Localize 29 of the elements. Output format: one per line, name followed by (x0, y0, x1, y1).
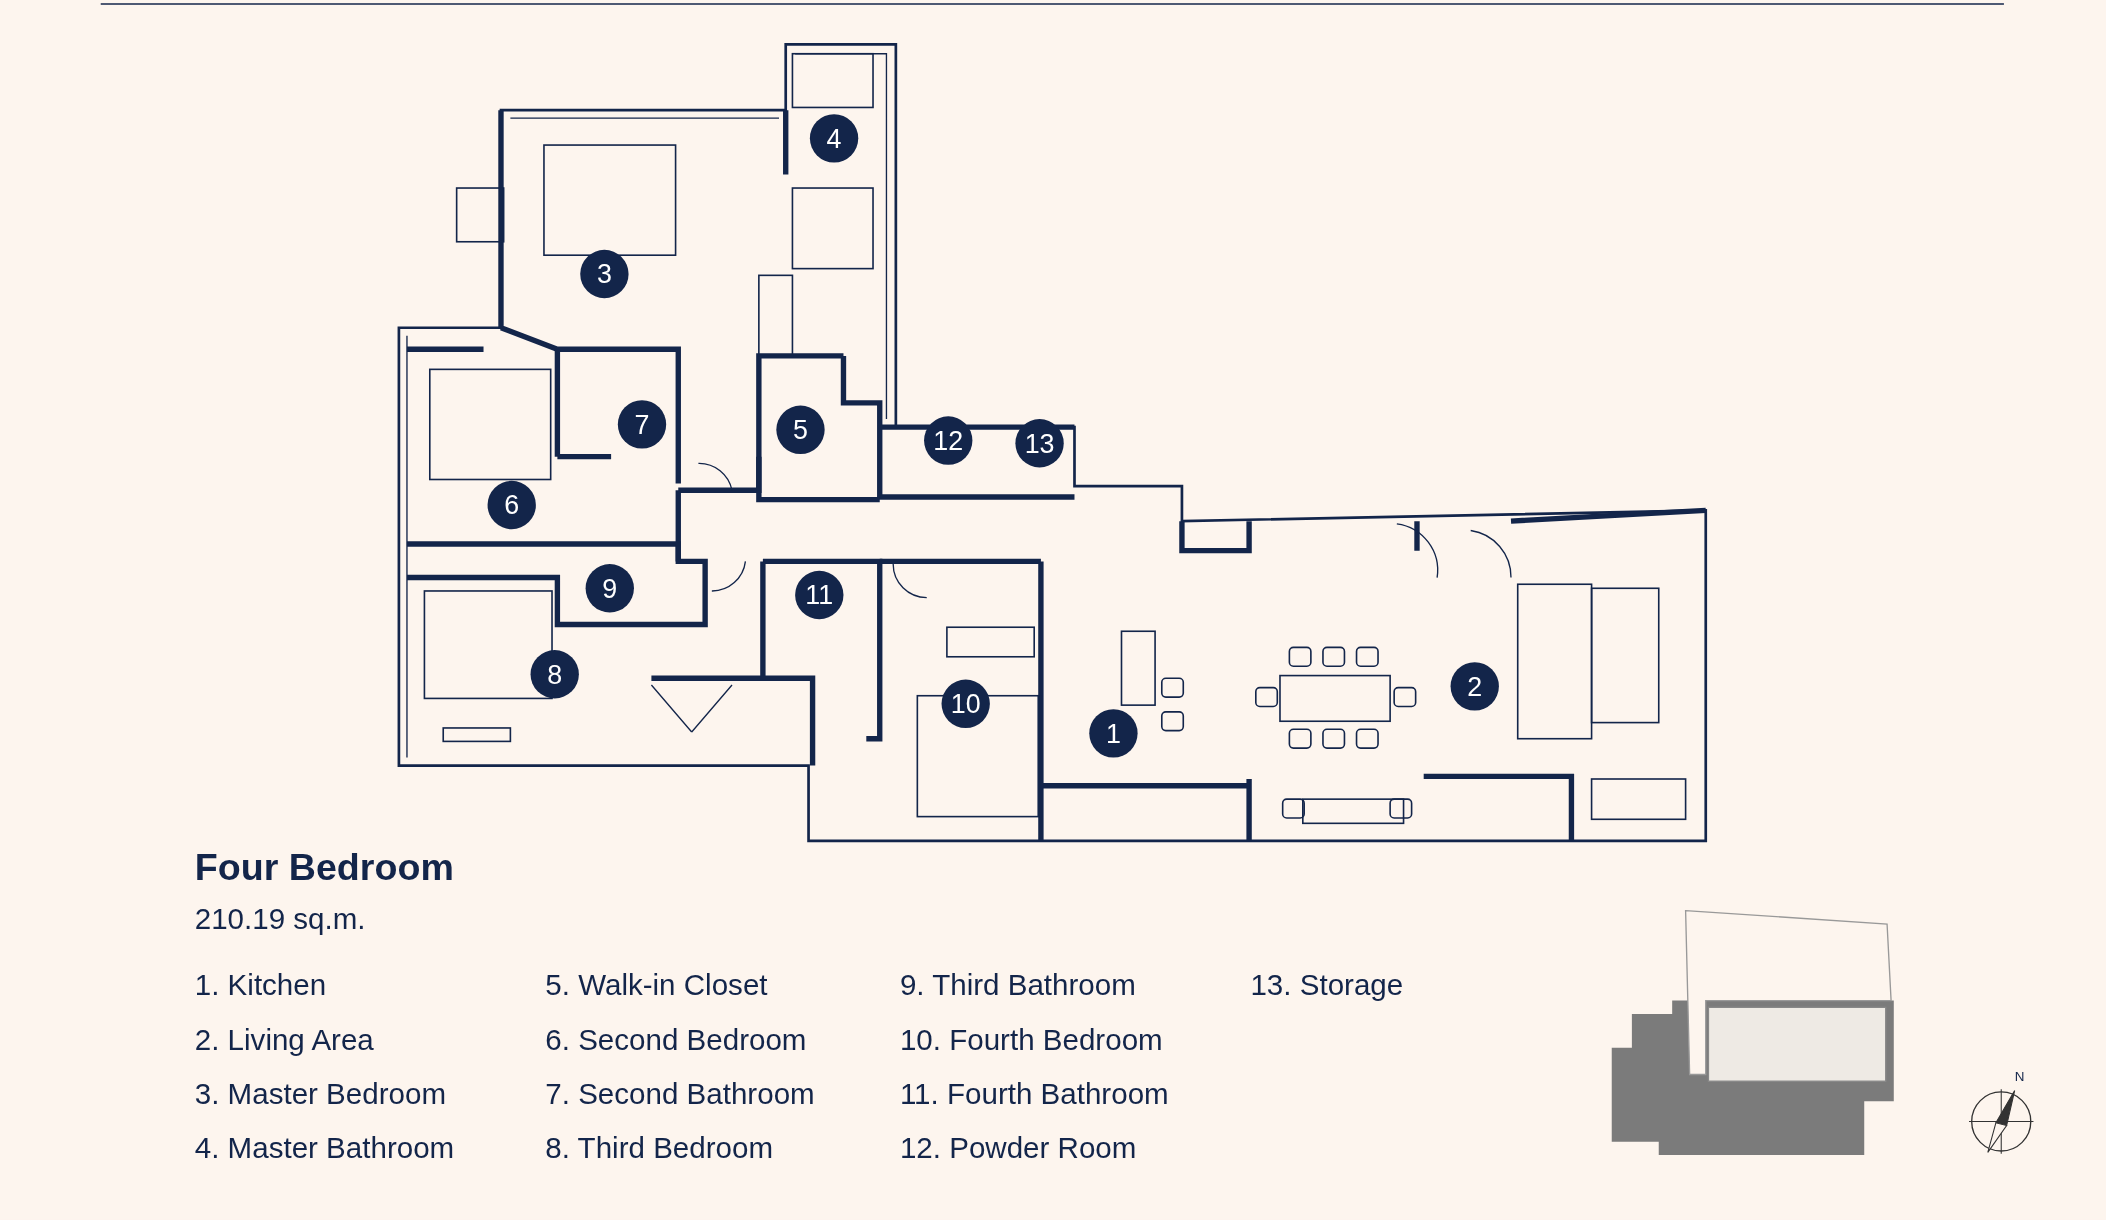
callout-number: 4 (809, 114, 859, 163)
callout-number: 9 (585, 564, 634, 613)
callout-number: 11 (795, 570, 844, 620)
room-list-item: 8. Third Bedroom (545, 1130, 774, 1166)
room-list-item: 4. Master Bathroom (194, 1130, 455, 1166)
callout-number: 2 (1450, 662, 1499, 711)
callout-number: 12 (924, 416, 973, 465)
plan-title: Four Bedroom (194, 846, 454, 890)
room-list-item: 2. Living Area (194, 1023, 374, 1059)
room-list-item: 1. Kitchen (194, 968, 327, 1004)
room-list-item: 12. Powder Room (899, 1130, 1137, 1166)
callout-number: 10 (941, 679, 990, 728)
callout-number: 8 (530, 650, 579, 699)
room-list-item: 9. Third Bathroom (899, 968, 1136, 1004)
room-list-item: 7. Second Bathroom (545, 1077, 815, 1113)
room-list-item: 5. Walk-in Closet (545, 968, 768, 1004)
room-list-item: 3. Master Bedroom (194, 1077, 446, 1113)
callout-number: 5 (776, 405, 825, 454)
room-list-item: 6. Second Bedroom (545, 1023, 807, 1059)
callout-number: 1 (1089, 709, 1138, 758)
callout-number: 7 (617, 400, 667, 449)
callout-number: 3 (580, 249, 629, 299)
callout-number: 13 (1015, 419, 1064, 468)
callout-number: 6 (487, 480, 536, 530)
room-list-item: 10. Fourth Bedroom (899, 1023, 1163, 1059)
area-text: 210.19 sq.m. (194, 902, 366, 938)
room-list-item: 13. Storage (1250, 968, 1404, 1004)
room-list-item: 11. Fourth Bathroom (899, 1077, 1169, 1113)
north-label: N (2014, 1069, 2025, 1084)
